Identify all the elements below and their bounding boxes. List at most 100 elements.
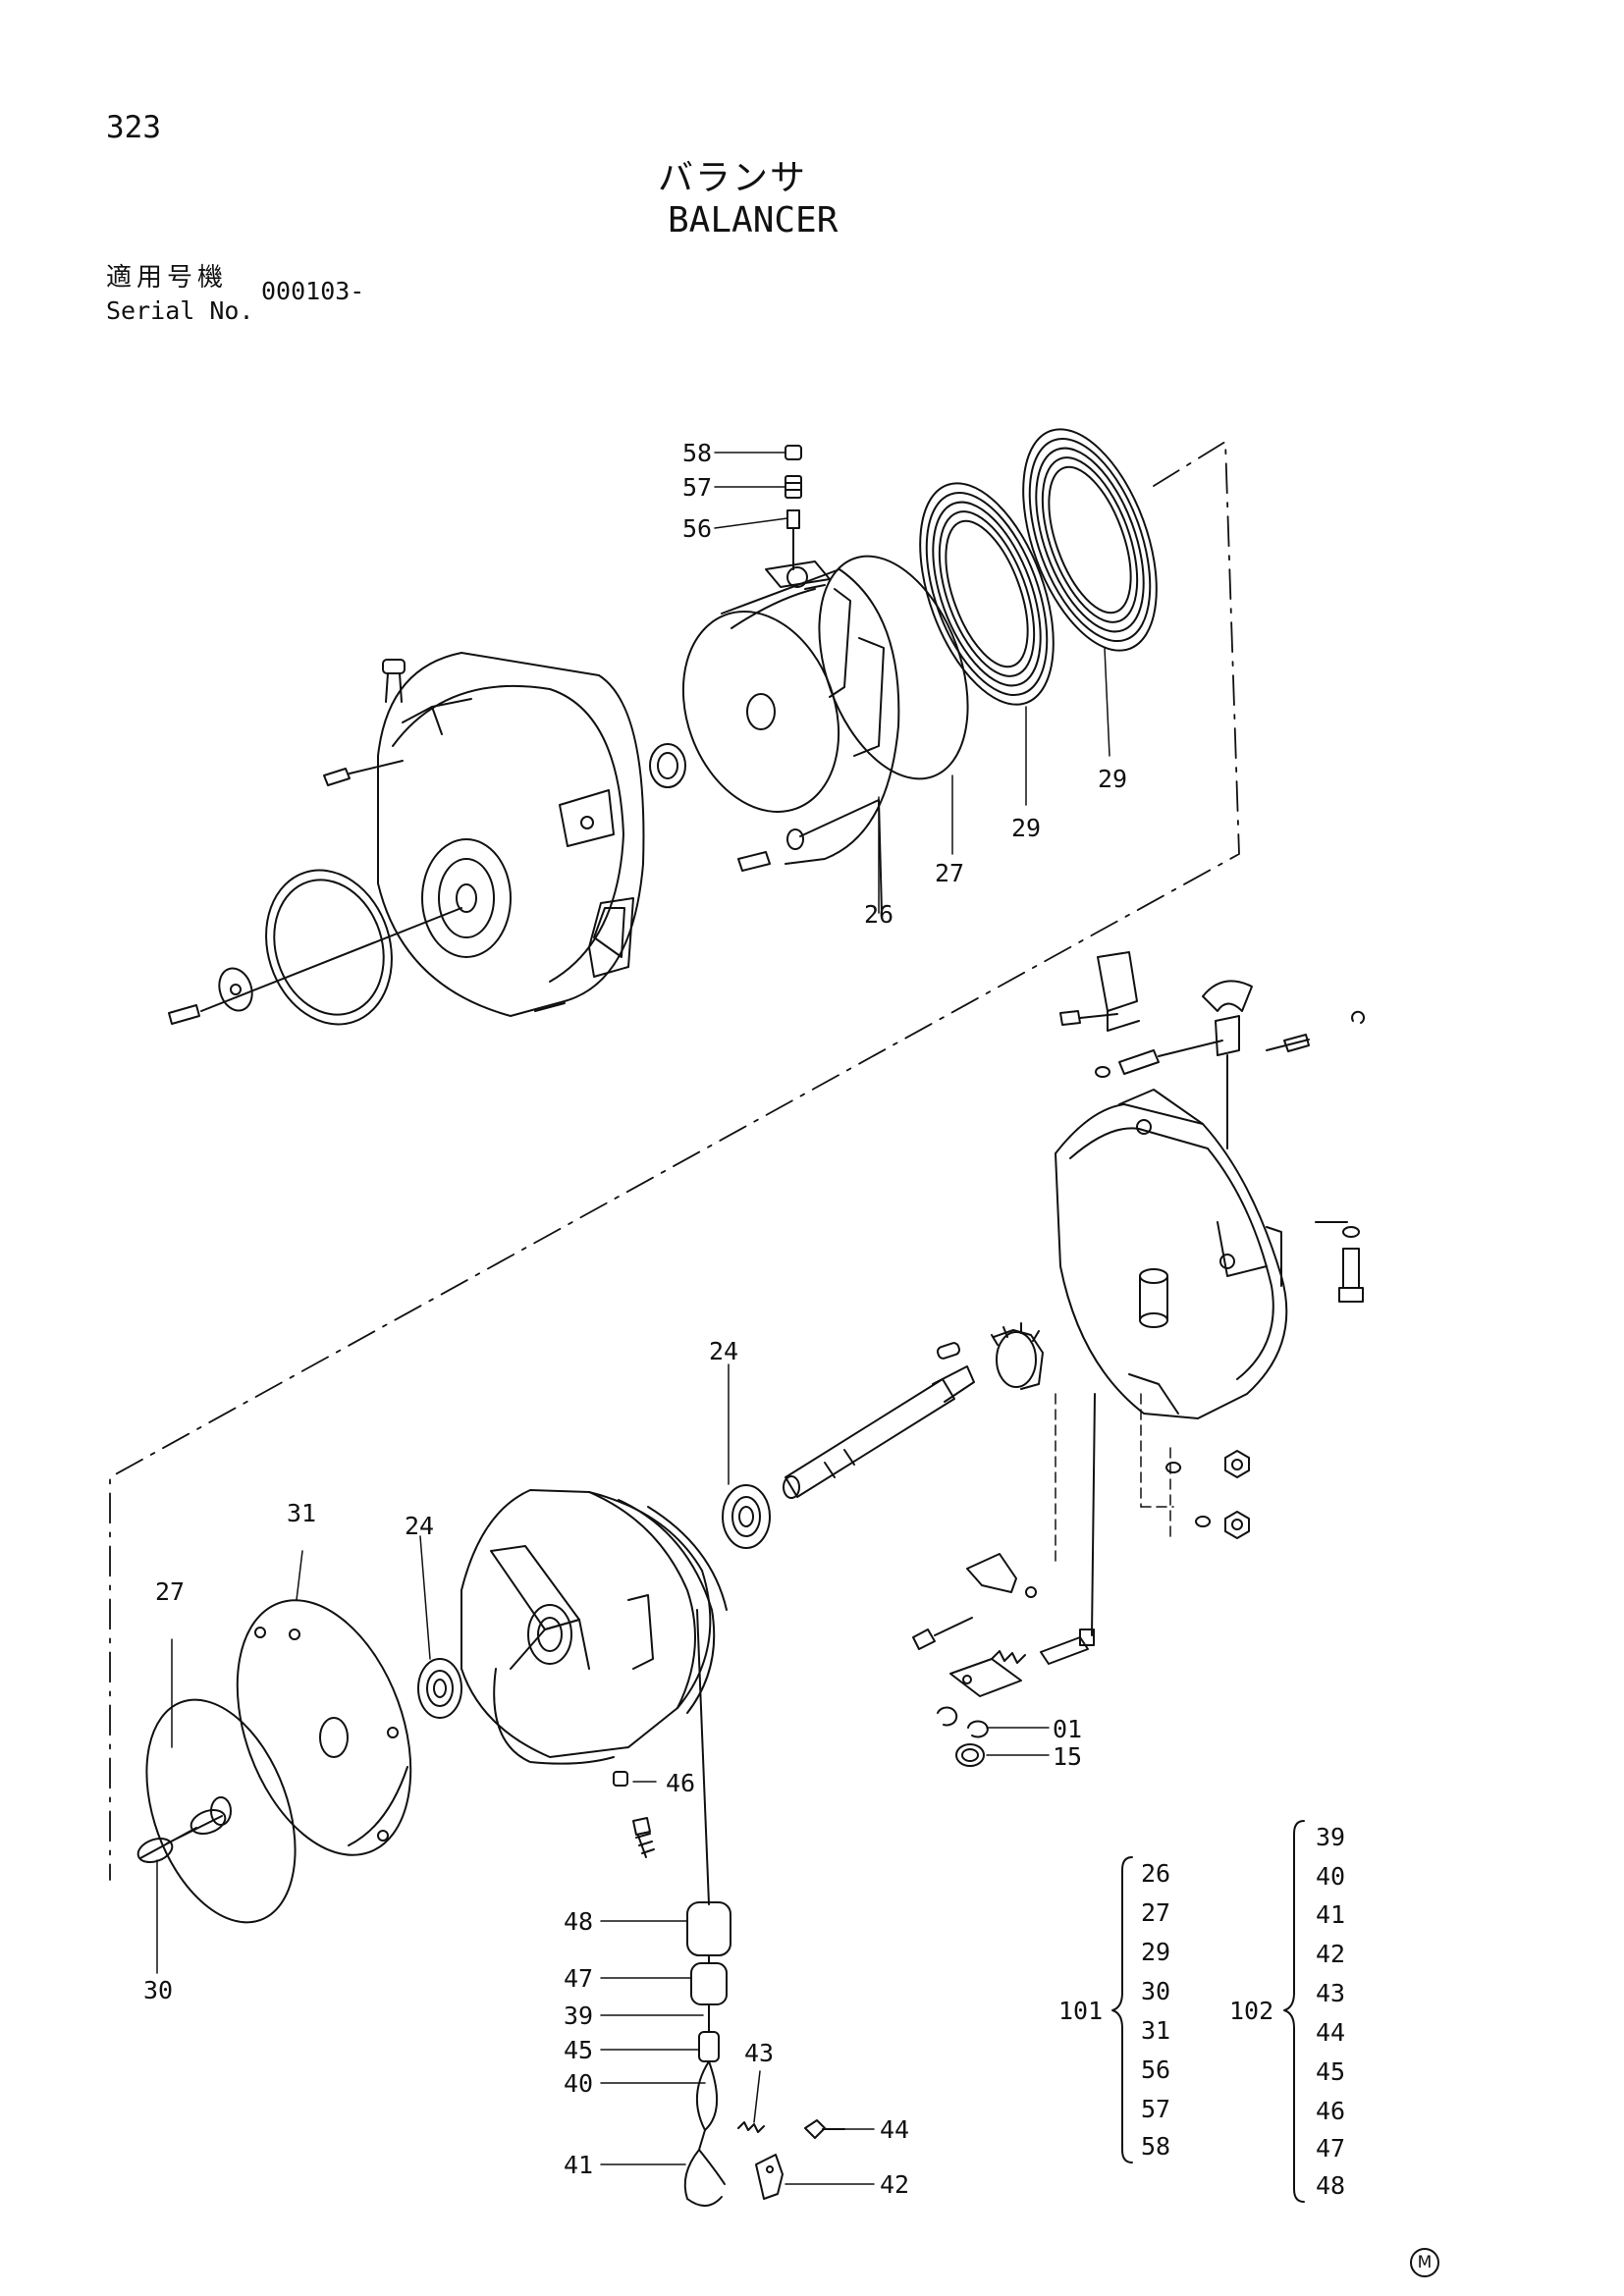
stopper-47 bbox=[690, 1954, 728, 2005]
callout-leaders bbox=[156, 452, 1110, 2185]
cover-set-screw bbox=[323, 760, 404, 786]
small-ring bbox=[937, 1706, 958, 1727]
lever-pin-plunger bbox=[1040, 1393, 1096, 1665]
serial-label-japanese: 適用号機 bbox=[106, 263, 229, 293]
lock-ring-15 bbox=[955, 1743, 985, 1767]
brace-101 bbox=[1111, 1856, 1133, 2163]
housing-clevis bbox=[1202, 980, 1253, 1149]
balancer-housing bbox=[1055, 1089, 1288, 1419]
group-102-item: 43 bbox=[1316, 1979, 1345, 2007]
group-101-item: 57 bbox=[1141, 2095, 1170, 2123]
callout-40: 40 bbox=[564, 2069, 593, 2098]
callout-57: 57 bbox=[682, 473, 712, 502]
housing-bolts bbox=[1059, 1010, 1366, 1078]
drum-screw-washer bbox=[737, 799, 883, 914]
group-102-item: 48 bbox=[1316, 2171, 1345, 2200]
callout-29: 29 bbox=[1011, 814, 1041, 842]
callout-42: 42 bbox=[880, 2170, 909, 2199]
sleeve-30 bbox=[136, 1808, 227, 1864]
group-101-item: 30 bbox=[1141, 1977, 1170, 2005]
group-101-item: 58 bbox=[1141, 2132, 1170, 2161]
drive-shaft bbox=[783, 1365, 975, 1499]
callout-26: 26 bbox=[864, 900, 893, 929]
callout-30: 30 bbox=[143, 1976, 173, 2004]
callout-27: 27 bbox=[935, 859, 964, 887]
callout-41: 41 bbox=[564, 2151, 593, 2179]
callout-44: 44 bbox=[880, 2115, 909, 2144]
callout-15: 15 bbox=[1053, 1742, 1082, 1771]
group-102-item: 44 bbox=[1316, 2018, 1345, 2047]
latch-42 bbox=[755, 2154, 784, 2200]
grease-nipple-46 bbox=[613, 1771, 655, 1858]
callout-24: 24 bbox=[405, 1512, 434, 1540]
wire-rope bbox=[696, 1609, 710, 1905]
rope-drum bbox=[460, 1489, 728, 1758]
callout-24: 24 bbox=[709, 1337, 738, 1365]
spring-plate-27 bbox=[818, 555, 969, 780]
spring-drum bbox=[681, 561, 900, 865]
group-101-item: 29 bbox=[1141, 1938, 1170, 1966]
snap-ring-01 bbox=[967, 1720, 989, 1738]
balancer-cover bbox=[377, 652, 645, 1017]
group-101-item: 31 bbox=[1141, 2016, 1170, 2045]
bearing-24a bbox=[722, 1484, 771, 1549]
callout-47: 47 bbox=[564, 1964, 593, 1993]
callout-labels: 58 57 56 26 27 29 29 24 24 31 27 30 46 0… bbox=[143, 439, 1345, 2200]
grease-fitting-stack bbox=[785, 445, 802, 570]
brace-102 bbox=[1283, 1820, 1305, 2203]
pinion-gear bbox=[991, 1322, 1044, 1390]
housing-leader-lines bbox=[1140, 1393, 1174, 1542]
group-102-item: 40 bbox=[1316, 1862, 1345, 1891]
bolt-44 bbox=[804, 2119, 845, 2139]
bearing-24b bbox=[417, 1658, 462, 1719]
cover-washer-bolt bbox=[168, 907, 462, 1025]
title-japanese: バランサ bbox=[658, 158, 808, 198]
group-101-item: 26 bbox=[1141, 1859, 1170, 1888]
lever-plate bbox=[949, 1658, 1022, 1697]
spiral-spring-29a bbox=[919, 482, 1055, 706]
lever-bolt bbox=[912, 1617, 973, 1650]
title-english: BALANCER bbox=[668, 200, 839, 240]
callout-39: 39 bbox=[564, 2002, 593, 2030]
group-102-item: 42 bbox=[1316, 1940, 1345, 1968]
group-101-item: 27 bbox=[1141, 1898, 1170, 1927]
callout-48: 48 bbox=[564, 1907, 593, 1936]
page-number: 323 bbox=[106, 110, 161, 145]
group-101-item: 56 bbox=[1141, 2056, 1170, 2084]
sleeve-39-45 bbox=[698, 2003, 720, 2062]
dashed-enclosure bbox=[109, 441, 1240, 1881]
cover-plate-31 bbox=[236, 1599, 412, 1856]
group-102-label: 102 bbox=[1229, 1997, 1273, 2025]
group-102-item: 41 bbox=[1316, 1900, 1345, 1929]
cover-bushing bbox=[649, 743, 686, 788]
callout-45: 45 bbox=[564, 2036, 593, 2064]
spring-43 bbox=[737, 2121, 765, 2133]
callout-01: 01 bbox=[1053, 1715, 1082, 1743]
serial-number-value: 000103- bbox=[261, 277, 365, 305]
callout-58: 58 bbox=[682, 439, 712, 467]
stopper-48 bbox=[686, 1901, 731, 1956]
callout-27: 27 bbox=[155, 1577, 185, 1606]
cover-bolt-top bbox=[382, 659, 406, 703]
housing-nuts bbox=[1165, 1450, 1250, 1539]
spiral-spring-29b bbox=[1022, 428, 1158, 652]
callout-46: 46 bbox=[666, 1769, 695, 1797]
lock-lever bbox=[966, 1553, 1037, 1598]
group-102-item: 47 bbox=[1316, 2134, 1345, 2163]
housing-bracket bbox=[1097, 951, 1140, 1032]
hook-assembly-40-41 bbox=[683, 2060, 726, 2207]
group-102-item: 39 bbox=[1316, 1823, 1345, 1851]
callout-29: 29 bbox=[1098, 765, 1127, 793]
callout-43: 43 bbox=[744, 2039, 774, 2067]
manufacturer-mark: M bbox=[1410, 2248, 1439, 2277]
group-101-label: 101 bbox=[1058, 1997, 1103, 2025]
serial-label-english: Serial No. bbox=[106, 296, 254, 325]
cover-seal-ring bbox=[265, 869, 393, 1026]
o-ring-drum bbox=[493, 1668, 615, 1765]
group-102-item: 46 bbox=[1316, 2097, 1345, 2125]
key-pin bbox=[936, 1342, 961, 1360]
group-102-item: 45 bbox=[1316, 2057, 1345, 2086]
right-plug bbox=[1315, 1221, 1364, 1303]
lever-spring bbox=[991, 1650, 1026, 1664]
